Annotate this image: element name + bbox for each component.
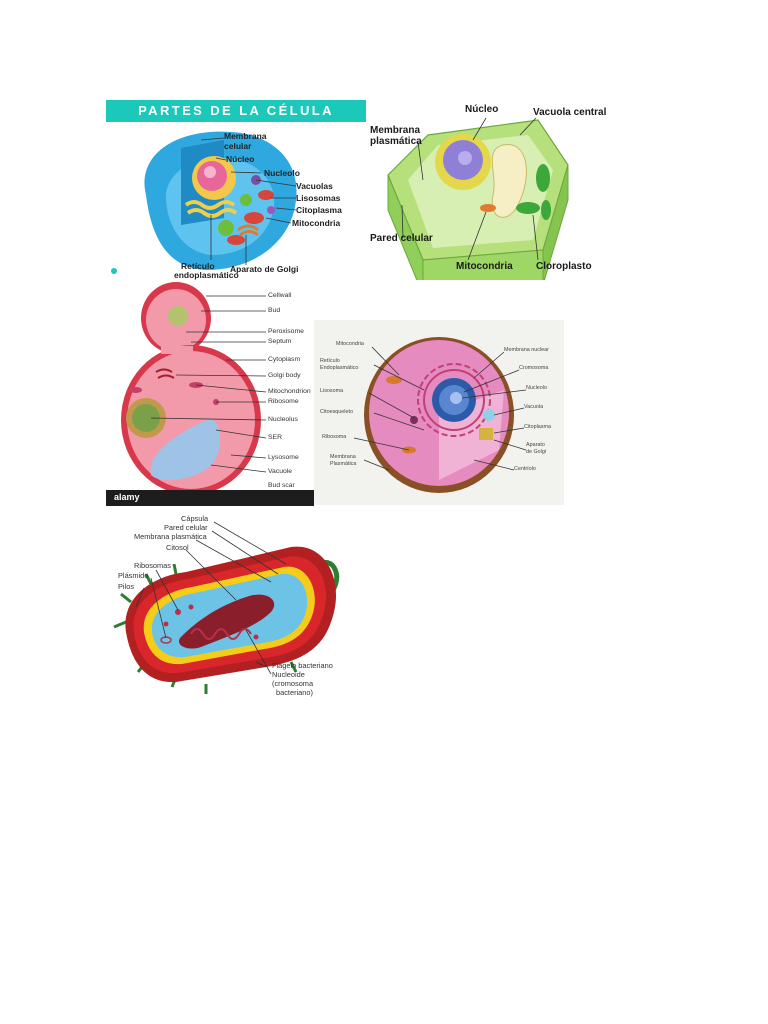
cutaway-label-membrana: Membrana (330, 454, 356, 460)
label-cromosoma: (cromosoma (272, 679, 314, 688)
yeast-label-0: Cellwall (268, 292, 292, 299)
cutaway-label-de-golgi: de Golgi (526, 449, 547, 455)
cutaway-label-plasmatica: Plasmática (330, 461, 357, 467)
cutaway-label-mitocondria: Mitocondria (336, 341, 364, 347)
plant-cell-diagram: Núcleo Vacuola central Membrana plasmáti… (368, 100, 608, 280)
label-membrana: Membrana (224, 131, 267, 141)
yeast-label-3: Septum (268, 338, 292, 345)
label-bact-pared-celular: Pared celular (164, 523, 208, 532)
animal-cell-diagram: PARTES DE LA CÉLULA ANIMAL (106, 100, 366, 280)
yeast-cell-diagram: Cellwall Bud Peroxisome Septum Cytoplasm… (106, 280, 314, 506)
cutaway-cell-illustration (353, 337, 527, 493)
cutaway-label-citoesqueleto: Citoesqueleto (320, 409, 353, 415)
label-plasmatica: plasmática (370, 136, 422, 147)
label-celular: celular (224, 141, 252, 151)
cutaway-label-endoplasmatico: Endoplasmático (320, 365, 359, 371)
label-cloroplasto: Cloroplasto (536, 261, 592, 272)
label-flagelo: Flagelo bacteriano (272, 661, 333, 670)
label-vacuolas: Vacuolas (296, 181, 333, 191)
yeast-label-2: Peroxisome (268, 328, 304, 335)
cutaway-label-nucleolo: Nucleolo (526, 385, 547, 391)
label-capsula: Cápsula (181, 514, 209, 523)
label-mitocondria: Mitocondria (292, 218, 341, 228)
cutaway-label-reticulo: Retículo (320, 358, 340, 364)
cutaway-label-cromosoma: Cromosoma (519, 365, 549, 371)
label-aparato-golgi: Aparato de Golgi (230, 264, 299, 274)
label-plant-membrana: Membrana (370, 125, 421, 136)
label-vacuola-central: Vacuola central (533, 107, 607, 118)
label-nucleo: Núcleo (226, 154, 255, 164)
cutaway-label-vacuola: Vacuola (524, 404, 544, 410)
yeast-label-8: Nucleolus (268, 416, 298, 423)
label-pilos: Pilos (118, 582, 135, 591)
yeast-label-9: SER (268, 434, 282, 441)
label-lisosomas: Lisosomas (296, 193, 341, 203)
watermark-text: alamy (114, 492, 140, 502)
label-plasmido: Plásmido (118, 571, 149, 580)
label-citosol: Citosol (166, 543, 189, 552)
yeast-cell-illustration (121, 282, 267, 495)
animal-cell-illustration (111, 131, 297, 274)
label-plant-nucleo: Núcleo (465, 104, 499, 115)
plant-cell-illustration (387, 117, 569, 280)
bacteria-illustration (113, 521, 340, 694)
label-nucleolo: Nucleolo (264, 168, 300, 178)
label-bacteriano: bacteriano) (276, 688, 313, 697)
label-citoplasma: Citoplasma (296, 205, 342, 215)
cutaway-cell-diagram: Mitocondria Retículo Endoplasmático Liso… (314, 320, 564, 505)
label-pared-celular: Pared celular (370, 233, 433, 244)
cutaway-label-ribosoma: Ribosoma (322, 434, 347, 440)
watermark-bar: alamy (106, 490, 314, 506)
bacteria-diagram: Cápsula Pared celular Membrana plasmátic… (106, 512, 356, 702)
label-ribosomas: Ribosomas (134, 561, 171, 570)
yeast-label-4: Cytoplasm (268, 356, 301, 363)
label-nucleoide: Nucleoide (272, 670, 305, 679)
cutaway-label-centriolo: Centríolo (514, 466, 536, 472)
yeast-label-5: Golgi body (268, 372, 301, 379)
cutaway-label-aparato: Aparato (526, 442, 545, 448)
cutaway-label-citoplasma: Citoplasma (524, 424, 551, 430)
yeast-label-1: Bud (268, 307, 281, 314)
yeast-label-10: Lysosome (268, 454, 299, 461)
yeast-label-7: Ribosome (268, 398, 299, 405)
label-plant-mitocondria: Mitocondria (456, 261, 513, 272)
yeast-label-6: Mitochondrion (268, 388, 311, 395)
yeast-label-11: Vacuole (268, 468, 293, 475)
cutaway-label-lisosoma: Lisosoma (320, 388, 344, 394)
label-reticulo: Retículo (181, 261, 215, 271)
yeast-label-12: Bud scar (268, 482, 295, 489)
label-endoplasmatico: endoplasmático (174, 270, 239, 280)
cutaway-label-membrana-nuclear: Membrana nuclear (504, 347, 549, 353)
label-bact-membrana-plasmatica: Membrana plasmática (134, 532, 207, 541)
